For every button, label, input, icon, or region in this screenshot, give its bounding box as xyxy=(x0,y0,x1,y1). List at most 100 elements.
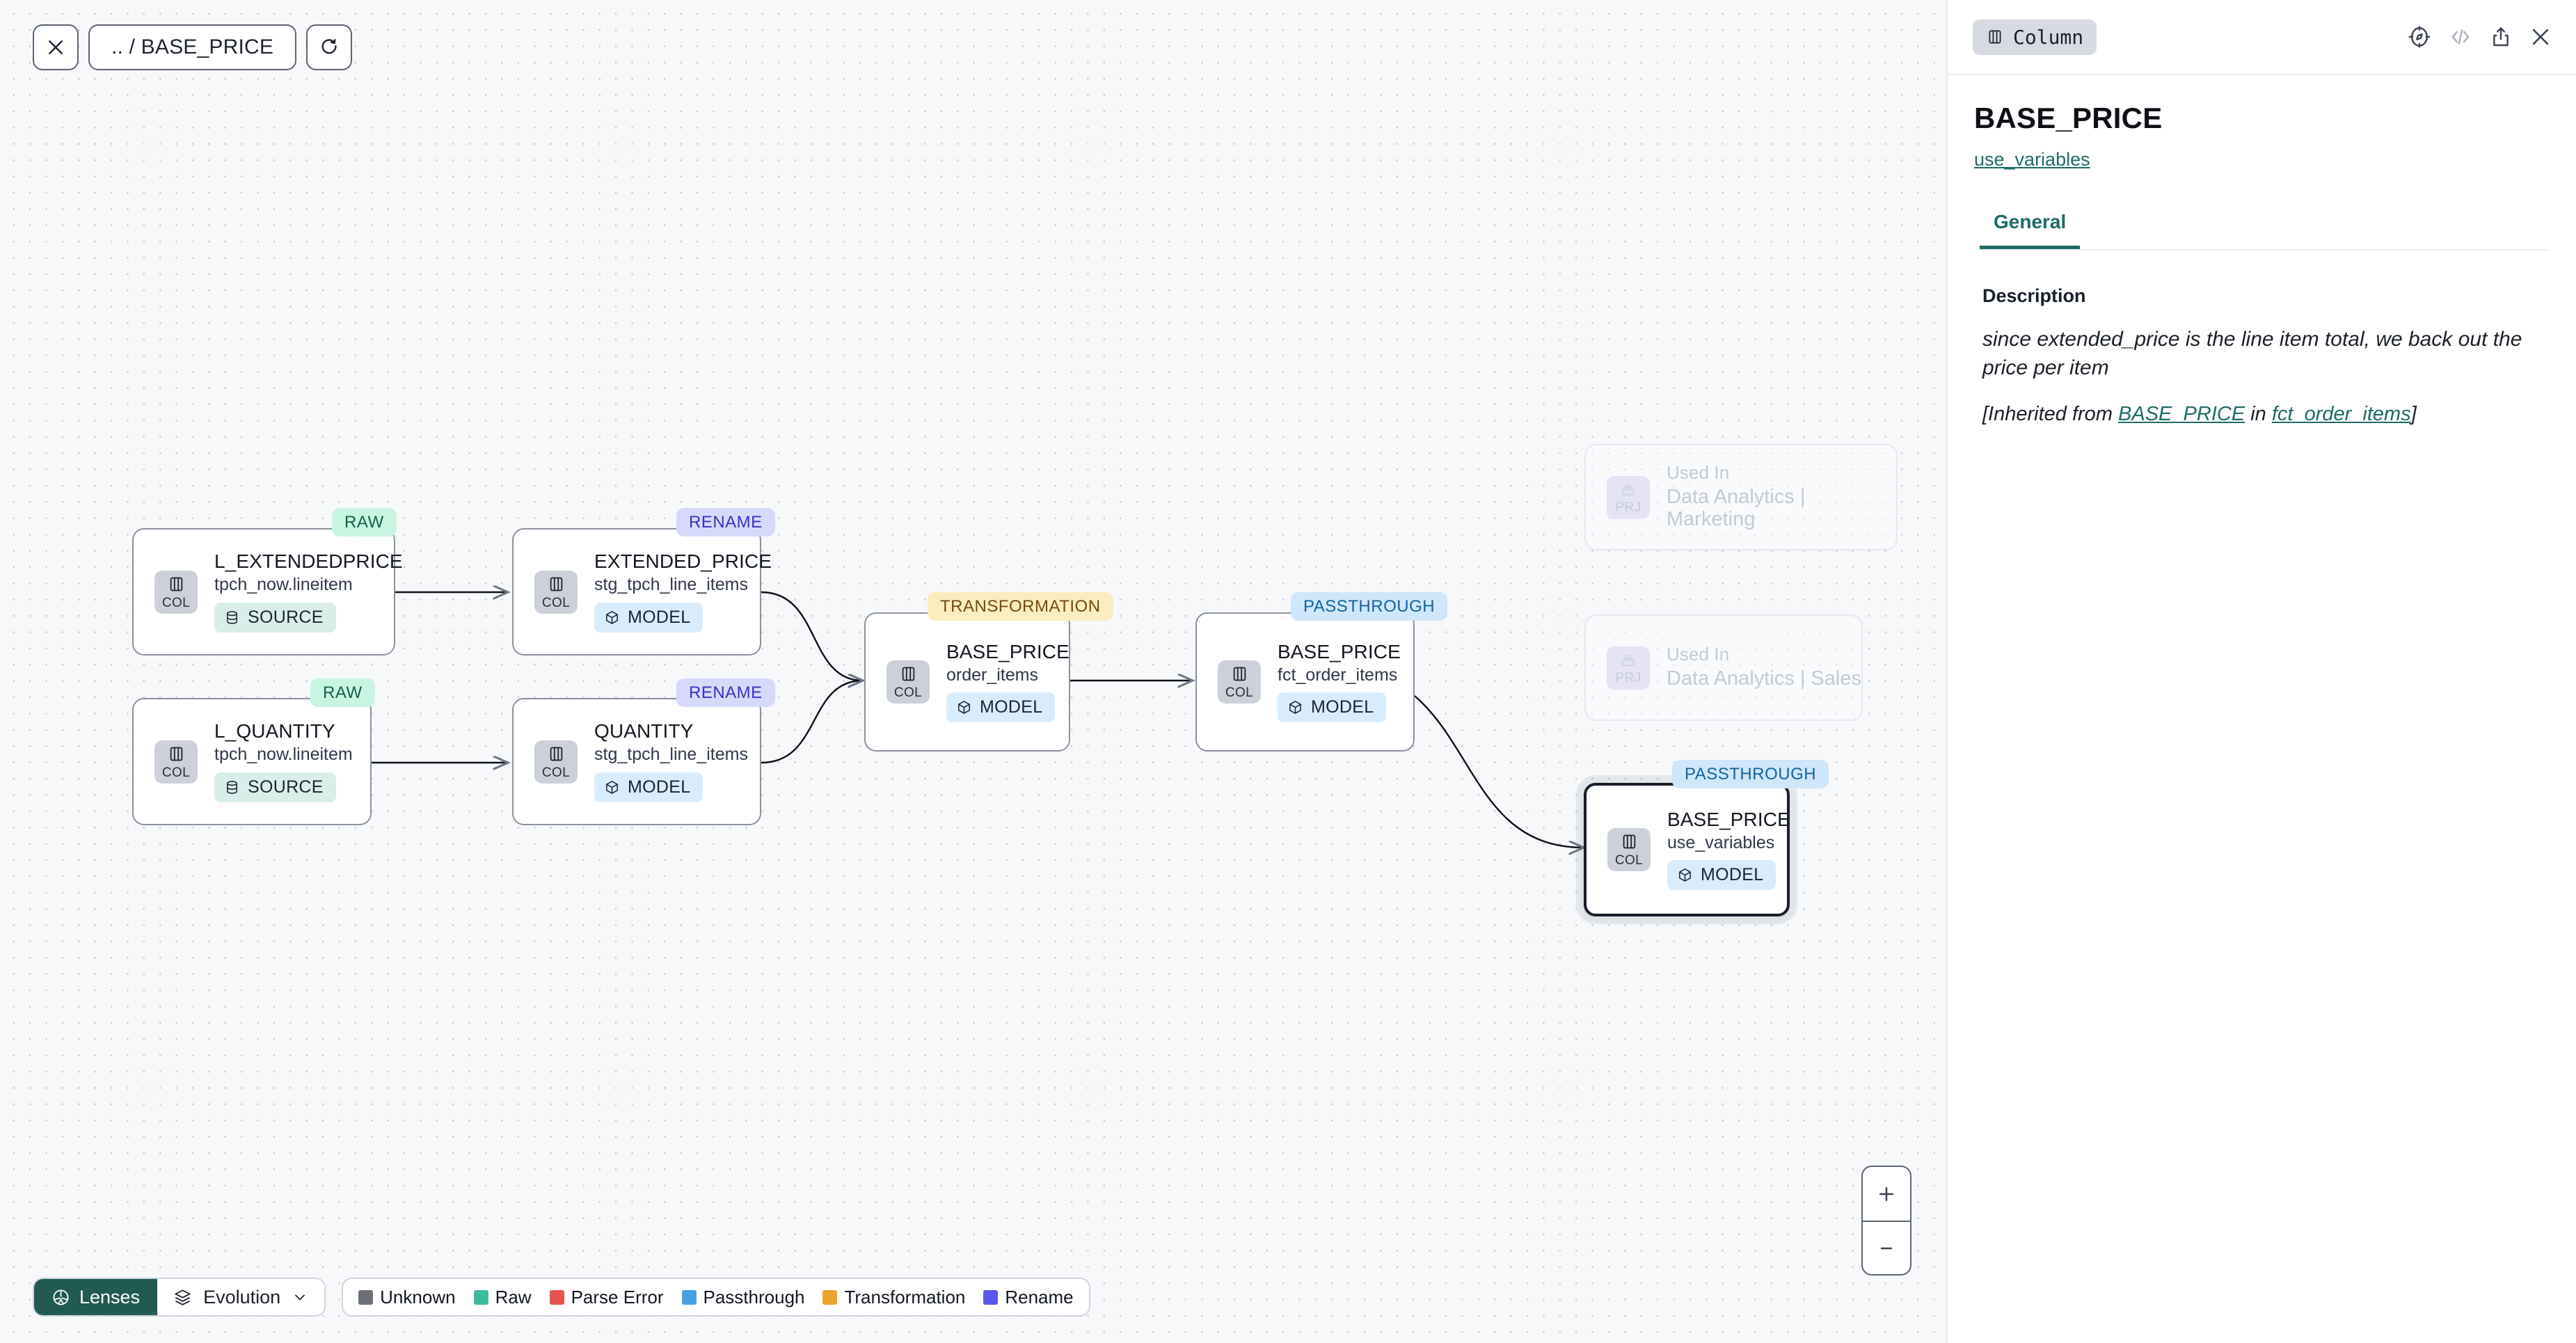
column-icon xyxy=(170,747,182,761)
evolution-dropdown[interactable]: Evolution xyxy=(157,1279,325,1315)
node-title: L_QUANTITY xyxy=(214,720,335,742)
column-icon xyxy=(170,577,182,591)
minus-icon xyxy=(1880,1247,1893,1249)
zoom-out-button[interactable] xyxy=(1863,1221,1910,1274)
column-type-label: COL xyxy=(893,685,923,700)
lineage-legend: Unknown Raw Parse Error Passthrough Tran… xyxy=(342,1278,1090,1317)
legend-item-raw: Raw xyxy=(473,1286,532,1308)
legend-swatch xyxy=(822,1289,838,1305)
legend-item-parse-error: Parse Error xyxy=(549,1286,664,1308)
breadcrumb[interactable]: .. / BASE_PRICE xyxy=(88,24,297,70)
column-type-label: COL xyxy=(1225,685,1254,700)
legend-swatch xyxy=(358,1289,374,1305)
aperture-icon xyxy=(53,1289,69,1305)
cube-icon xyxy=(958,701,970,715)
column-type-chip: COL xyxy=(1218,660,1261,704)
database-icon xyxy=(227,611,237,624)
node-body: Used In Data Analytics | Marketing xyxy=(1667,463,1896,531)
node-body: L_QUANTITY tpch_now.lineitem SOURCE xyxy=(214,721,353,802)
lineage-node-extended-price[interactable]: COL EXTENDED_PRICE stg_tpch_line_items M… xyxy=(512,528,772,655)
materialization-label: MODEL xyxy=(628,607,691,627)
column-type-chip: COL xyxy=(887,660,930,704)
canvas-bottom-bar: Lenses Evolution Unkno xyxy=(33,1278,1090,1317)
cube-icon xyxy=(1289,701,1301,715)
node-body: BASE_PRICE order_items MODEL xyxy=(946,640,1070,723)
legend-label: Rename xyxy=(1005,1286,1074,1308)
node-title: Used In xyxy=(1667,643,1730,665)
legend-label: Raw xyxy=(495,1286,532,1308)
description-text: since extended_price is the line item to… xyxy=(1982,328,2522,380)
column-type-chip: COL xyxy=(154,740,198,784)
materialization-label: SOURCE xyxy=(248,607,324,627)
cube-icon xyxy=(606,611,618,624)
legend-item-unknown: Unknown xyxy=(358,1286,456,1308)
lineage-node-quantity[interactable]: COL QUANTITY stg_tpch_line_items MODEL xyxy=(512,698,761,825)
zoom-in-button[interactable] xyxy=(1863,1167,1910,1221)
tab-general[interactable]: General xyxy=(1980,211,2081,249)
node-subtitle: tpch_now.lineitem xyxy=(214,575,353,595)
share-icon[interactable] xyxy=(2490,26,2512,48)
lineage-node-base-price-fct-order-items[interactable]: COL BASE_PRICE fct_order_items MODEL xyxy=(1195,612,1415,752)
lenses-button[interactable]: Lenses xyxy=(34,1279,158,1315)
legend-label: Passthrough xyxy=(703,1286,805,1308)
materialization-label: MODEL xyxy=(1311,697,1374,717)
materialization-label: MODEL xyxy=(980,697,1043,717)
materialization-badge: MODEL xyxy=(946,692,1056,723)
inherited-column-link[interactable]: BASE_PRICE xyxy=(2118,402,2245,425)
project-icon xyxy=(1622,655,1635,666)
edge xyxy=(761,591,863,681)
column-type-chip: COL xyxy=(534,570,578,614)
column-icon xyxy=(1989,30,2001,44)
column-type-chip: COL xyxy=(1607,828,1651,871)
lenses-label: Lenses xyxy=(79,1286,141,1308)
node-subtitle: Data Analytics | Sales xyxy=(1667,667,1861,690)
node-title: BASE_PRICE xyxy=(946,640,1070,662)
lineage-canvas[interactable]: .. / BASE_PRICE COL L_EXTENDEDPRICE tp xyxy=(0,0,1946,1343)
node-body: L_EXTENDEDPRICE tpch_now.lineitem SOURCE xyxy=(214,551,403,633)
project-icon xyxy=(1622,484,1635,495)
panel-header-actions xyxy=(2408,24,2552,49)
column-icon xyxy=(1233,667,1246,681)
lineage-node-l-quantity[interactable]: COL L_QUANTITY tpch_now.lineitem SOURCE xyxy=(132,698,372,825)
refresh-button[interactable] xyxy=(306,24,353,70)
column-type-label: COL xyxy=(1614,853,1644,868)
materialization-badge: MODEL xyxy=(1667,860,1776,891)
layers-icon xyxy=(175,1289,191,1305)
materialization-badge: SOURCE xyxy=(214,772,336,802)
node-tag-label: PASSTHROUGH xyxy=(1303,597,1436,616)
legend-swatch xyxy=(473,1289,488,1305)
code-icon[interactable] xyxy=(2448,24,2473,49)
column-type-label: COL xyxy=(541,765,571,780)
database-icon xyxy=(227,781,237,794)
lineage-node-base-price-order-items[interactable]: COL BASE_PRICE order_items MODEL xyxy=(864,612,1070,752)
close-icon[interactable] xyxy=(2529,25,2552,49)
legend-swatch xyxy=(549,1289,564,1305)
node-tag-label: PASSTHROUGH xyxy=(1685,765,1817,784)
close-lineage-button[interactable] xyxy=(33,24,79,70)
node-subtitle: stg_tpch_line_items xyxy=(594,575,748,595)
legend-label: Parse Error xyxy=(571,1286,664,1308)
details-tabs: General xyxy=(1974,211,2550,251)
legend-label: Transformation xyxy=(844,1286,966,1308)
node-subtitle: order_items xyxy=(946,665,1038,685)
column-icon xyxy=(550,577,562,591)
cube-icon xyxy=(1679,868,1691,882)
lineage-node-base-price-use-variables[interactable]: COL BASE_PRICE use_variables MODEL xyxy=(1584,783,1790,916)
lineage-node-used-in-marketing[interactable]: PRJ Used In Data Analytics | Marketing xyxy=(1584,444,1898,550)
entity-kind-badge: Column xyxy=(1973,19,2097,55)
node-tag-label: RENAME xyxy=(689,513,763,532)
lineage-node-l-extendedprice[interactable]: COL L_EXTENDEDPRICE tpch_now.lineitem SO… xyxy=(132,528,403,655)
legend-label: Unknown xyxy=(380,1286,456,1308)
node-title: L_EXTENDEDPRICE xyxy=(214,550,403,573)
lineage-node-used-in-sales[interactable]: PRJ Used In Data Analytics | Sales xyxy=(1584,614,1863,721)
evolution-label: Evolution xyxy=(203,1286,281,1308)
plus-icon xyxy=(1879,1186,1893,1201)
inherited-prefix: [Inherited from xyxy=(1982,402,2119,425)
compass-icon[interactable] xyxy=(2408,25,2431,49)
inherited-model-link[interactable]: fct_order_items xyxy=(2271,402,2411,425)
node-subtitle: Data Analytics | Marketing xyxy=(1667,486,1806,531)
canvas-toolbar: .. / BASE_PRICE xyxy=(33,24,353,70)
node-body: EXTENDED_PRICE stg_tpch_line_items MODEL xyxy=(594,551,772,633)
parent-model-link[interactable]: use_variables xyxy=(1974,149,2090,170)
